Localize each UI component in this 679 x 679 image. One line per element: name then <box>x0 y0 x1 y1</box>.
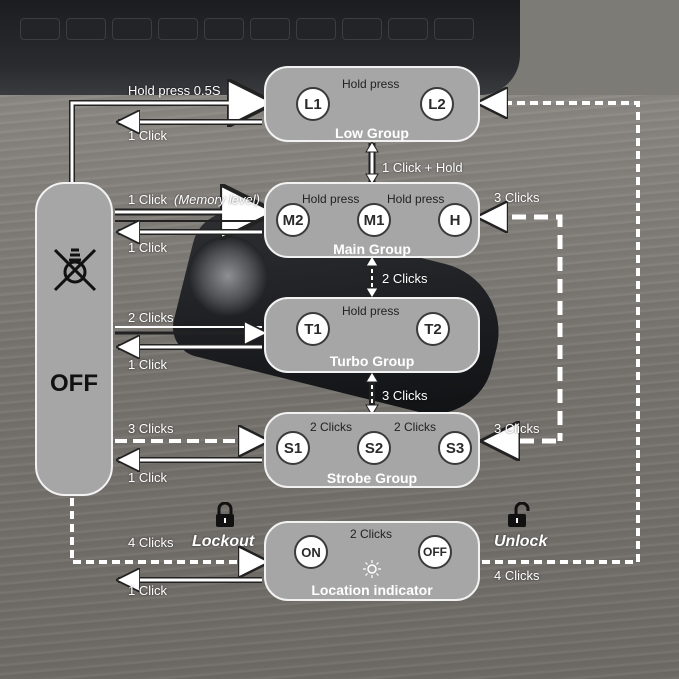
label-lockout: Lockout <box>192 533 255 550</box>
label-unlock: Unlock <box>494 533 548 550</box>
label-memory-suffix: (Memory level) <box>174 192 260 207</box>
turbo-hold-press-label: Hold press <box>342 304 400 318</box>
padlock-open-icon <box>508 502 530 527</box>
node-off: OFF <box>418 535 452 569</box>
keyboard <box>0 0 520 95</box>
arrow-unlock-path <box>482 103 640 564</box>
node-s3: S3 <box>438 431 472 465</box>
label-hold-press-05s: Hold press 0.5S <box>128 83 221 98</box>
strobe-group-box: 2 Clicks 2 Clicks S1 S2 S3 Strobe Group <box>264 412 480 488</box>
location-group-box: 2 Clicks ON OFF Location indicator <box>264 521 480 601</box>
off-label: OFF <box>50 370 98 397</box>
label-lock-1click: 1 Click <box>128 583 168 598</box>
flashlight-head <box>188 236 268 316</box>
main-hold-press-label-1: Hold press <box>302 192 360 206</box>
off-state-box: OFF <box>35 182 113 496</box>
node-t1: T1 <box>296 312 330 346</box>
main-hold-press-label-2: Hold press <box>387 192 445 206</box>
arrow-main-3clicks <box>512 214 563 441</box>
main-group-box: Hold press Hold press M2 M1 H Main Group <box>264 182 480 258</box>
low-hold-press-label: Hold press <box>342 77 400 91</box>
location-2clicks-label: 2 Clicks <box>350 527 393 541</box>
label-lock-4clicks: 4 Clicks <box>128 535 174 550</box>
strobe-group-title: Strobe Group <box>326 470 418 486</box>
node-s2: S2 <box>357 431 391 465</box>
label-strobe-3clicks-left: 3 Clicks <box>128 421 174 436</box>
label-turbo-3clicks: 3 Clicks <box>382 388 428 403</box>
crossed-bulb-icon <box>53 248 97 292</box>
label-turbo-2clicks: 2 Clicks <box>128 310 174 325</box>
label-turbo-1click: 1 Click <box>128 357 168 372</box>
glowing-dot-icon <box>363 560 381 578</box>
location-group-title: Location indicator <box>311 582 433 598</box>
node-m1: M1 <box>357 203 391 237</box>
label-low-1click: 1 Click <box>128 128 168 143</box>
node-on: ON <box>294 535 328 569</box>
label-main-2clicks: 2 Clicks <box>382 271 428 286</box>
strobe-2clicks-label-1: 2 Clicks <box>310 420 353 434</box>
label-strobe-3clicks-right: 3 Clicks <box>494 421 540 436</box>
node-l1: L1 <box>296 87 330 121</box>
low-group-title: Low Group <box>335 125 409 141</box>
label-main-1click: 1 Click <box>128 240 168 255</box>
turbo-group-title: Turbo Group <box>329 353 415 369</box>
strobe-2clicks-label-2: 2 Clicks <box>394 420 437 434</box>
main-group-title: Main Group <box>333 241 411 257</box>
node-m2: M2 <box>276 203 310 237</box>
node-l2: L2 <box>420 87 454 121</box>
label-memory-prefix: 1 Click <box>128 192 168 207</box>
node-t2: T2 <box>416 312 450 346</box>
node-s1: S1 <box>276 431 310 465</box>
node-h: H <box>438 203 472 237</box>
label-main-3clicks: 3 Clicks <box>494 190 540 205</box>
turbo-group-box: Hold press T1 T2 Turbo Group <box>264 297 480 373</box>
label-click-hold: 1 Click + Hold <box>382 160 463 175</box>
padlock-closed-icon <box>216 502 234 527</box>
label-unlock-4clicks: 4 Clicks <box>494 568 540 583</box>
low-group-box: Hold press L1 L2 Low Group <box>264 66 480 142</box>
arrow-off-to-low <box>69 103 263 184</box>
label-strobe-1click: 1 Click <box>128 470 168 485</box>
